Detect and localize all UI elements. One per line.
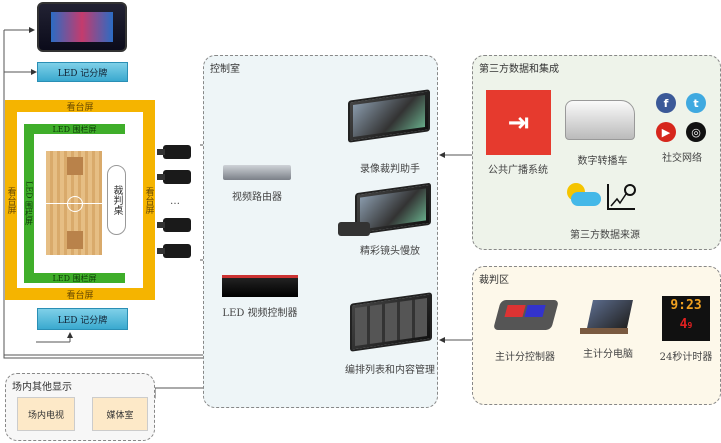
score-controller-label: 主计分控制器 <box>495 352 555 363</box>
led-video-controller-label: LED 视频控制器 <box>222 308 298 319</box>
video-referee-label: 录像裁判助手 <box>360 164 420 175</box>
shot-clock-label: 24秒计时器 <box>659 352 713 363</box>
youtube-icon: ▶ <box>656 122 676 142</box>
led-scoreboard-bottom: LED 记分牌 <box>37 308 128 330</box>
data-source-label: 第三方数据来源 <box>570 230 640 241</box>
control-room-title: 控制室 <box>210 64 240 75</box>
scoreboard-image <box>37 2 127 52</box>
third-party-title: 第三方数据和集成 <box>479 64 559 75</box>
basketball-court <box>45 150 103 256</box>
score-pc-icon <box>587 300 633 328</box>
camera-ellipsis: … <box>170 196 180 207</box>
stand-screen-right: 看台屏 <box>143 100 155 300</box>
exit-sign-icon: ⇥ <box>486 90 551 155</box>
social-label: 社交网络 <box>662 153 702 164</box>
video-router-device <box>223 165 291 180</box>
fence-screen-top: LED 围栏屏 <box>24 124 125 134</box>
pa-system-label: 公共广播系统 <box>488 165 548 176</box>
score-pc-label: 主计分电脑 <box>583 349 633 360</box>
replay-label: 精彩镜头慢放 <box>360 246 420 257</box>
referee-area-title: 裁判区 <box>479 275 509 286</box>
fence-screen-bottom: LED 围栏屏 <box>24 273 125 283</box>
clock-time: 9:23 <box>670 298 702 313</box>
led-video-controller-device <box>222 275 298 297</box>
twitter-icon: t <box>686 93 706 113</box>
video-router-label: 视频路由器 <box>232 192 282 203</box>
weather-icon <box>565 183 601 207</box>
camera-icon <box>157 244 191 258</box>
stand-screen-left: 看台屏 <box>5 100 17 300</box>
instagram-icon: ◎ <box>686 122 706 142</box>
clock-shot: 4 <box>679 317 688 332</box>
camera-icon <box>157 218 191 232</box>
broadcast-van-icon <box>565 100 635 140</box>
broadcast-van-label: 数字转播车 <box>577 156 628 167</box>
replay-controller <box>338 222 370 236</box>
score-pc-base <box>580 328 628 334</box>
camera-icon <box>157 170 191 184</box>
shot-clock-display: 9:23 49 <box>662 296 710 341</box>
fence-screen-left: LED 围栏屏 <box>24 124 34 283</box>
stand-screen-top: 看台屏 <box>5 100 155 113</box>
data-chart-icon <box>607 184 636 210</box>
camera-icon <box>157 145 191 159</box>
facebook-icon: f <box>656 93 676 113</box>
score-controller-device <box>492 300 560 330</box>
playlist-label: 编排列表和内容管理 <box>345 365 435 376</box>
stand-screen-bottom: 看台屏 <box>5 288 155 301</box>
venue-tv-box: 场内电视 <box>17 397 75 431</box>
referee-table: 裁判桌 <box>107 165 126 235</box>
clock-shot-tenth: 9 <box>687 321 693 330</box>
led-scoreboard-top: LED 记分牌 <box>37 62 128 82</box>
other-displays-title: 场内其他显示 <box>12 382 72 393</box>
media-room-box: 媒体室 <box>92 397 148 431</box>
